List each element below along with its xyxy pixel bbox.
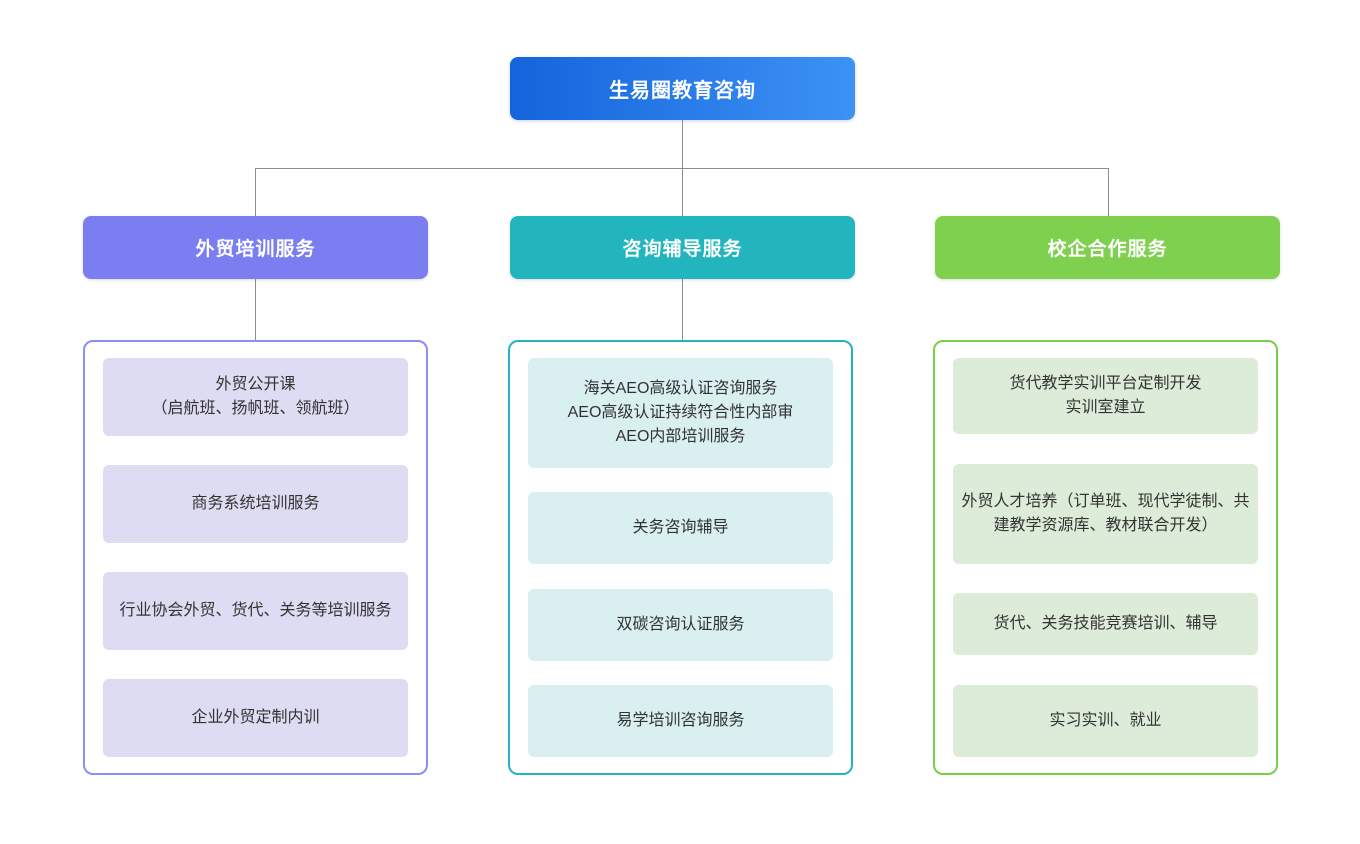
- service-item-card[interactable]: 商务系统培训服务: [103, 465, 408, 543]
- category-header-consulting-tutoring[interactable]: 咨询辅导服务: [510, 216, 855, 279]
- connector-branch-drop-2: [682, 168, 683, 216]
- service-item-label: 外贸人才培养（订单班、现代学徒制、共建教学资源库、教材联合开发）: [961, 492, 1250, 534]
- root-node-label: 生易圈教育咨询: [609, 80, 756, 102]
- category-header-school-enterprise[interactable]: 校企合作服务: [935, 216, 1280, 279]
- service-item-card[interactable]: 企业外贸定制内训: [103, 679, 408, 757]
- service-item-label: 货代、关务技能竞赛培训、辅导: [993, 615, 1218, 633]
- service-item-label: 外贸公开课 （启航班、扬帆班、领航班）: [151, 376, 360, 417]
- connector-branch-drop-1: [255, 168, 256, 216]
- service-item-label: 企业外贸定制内训: [191, 709, 320, 726]
- service-item-card[interactable]: 外贸公开课 （启航班、扬帆班、领航班）: [103, 358, 408, 436]
- service-item-card[interactable]: 海关AEO高级认证咨询服务 AEO高级认证持续符合性内部审 AEO内部培训服务: [528, 358, 833, 468]
- connector-header-to-group-2: [682, 279, 683, 340]
- category-header-label: 校企合作服务: [1047, 239, 1168, 260]
- service-item-label: 双碳咨询认证服务: [616, 615, 745, 633]
- connector-branch-drop-3: [1108, 168, 1109, 216]
- service-item-label: 关务咨询辅导: [632, 519, 729, 537]
- group-container-school-enterprise: 货代教学实训平台定制开发 实训室建立 外贸人才培养（订单班、现代学徒制、共建教学…: [933, 340, 1278, 775]
- service-item-card[interactable]: 行业协会外贸、货代、关务等培训服务: [103, 572, 408, 650]
- service-item-label: 易学培训咨询服务: [616, 711, 745, 729]
- category-header-foreign-trade-training[interactable]: 外贸培训服务: [83, 216, 428, 279]
- group-container-consulting-tutoring: 海关AEO高级认证咨询服务 AEO高级认证持续符合性内部审 AEO内部培训服务 …: [508, 340, 853, 775]
- service-item-card[interactable]: 易学培训咨询服务: [528, 684, 833, 757]
- group-container-foreign-trade-training: 外贸公开课 （启航班、扬帆班、领航班） 商务系统培训服务 行业协会外贸、货代、关…: [83, 340, 428, 775]
- service-item-card[interactable]: 货代教学实训平台定制开发 实训室建立: [953, 358, 1258, 434]
- connector-root-drop: [682, 120, 683, 168]
- service-item-card[interactable]: 双碳咨询认证服务: [528, 588, 833, 661]
- service-item-card[interactable]: 关务咨询辅导: [528, 492, 833, 565]
- service-item-label: 货代教学实训平台定制开发 实训室建立: [1009, 375, 1202, 416]
- service-item-card[interactable]: 货代、关务技能竞赛培训、辅导: [953, 593, 1258, 656]
- service-item-label: 海关AEO高级认证咨询服务 AEO高级认证持续符合性内部审 AEO内部培训服务: [567, 380, 794, 445]
- service-item-label: 行业协会外贸、货代、关务等培训服务: [119, 602, 392, 619]
- category-header-label: 外贸培训服务: [195, 239, 316, 260]
- service-item-card[interactable]: 实习实训、就业: [953, 684, 1258, 757]
- root-node[interactable]: 生易圈教育咨询: [510, 57, 855, 120]
- connector-header-to-group-1: [255, 279, 256, 340]
- service-item-label: 商务系统培训服务: [191, 495, 320, 512]
- service-item-card[interactable]: 外贸人才培养（订单班、现代学徒制、共建教学资源库、教材联合开发）: [953, 463, 1258, 564]
- service-item-label: 实习实训、就业: [1049, 711, 1162, 729]
- category-header-label: 咨询辅导服务: [622, 239, 743, 260]
